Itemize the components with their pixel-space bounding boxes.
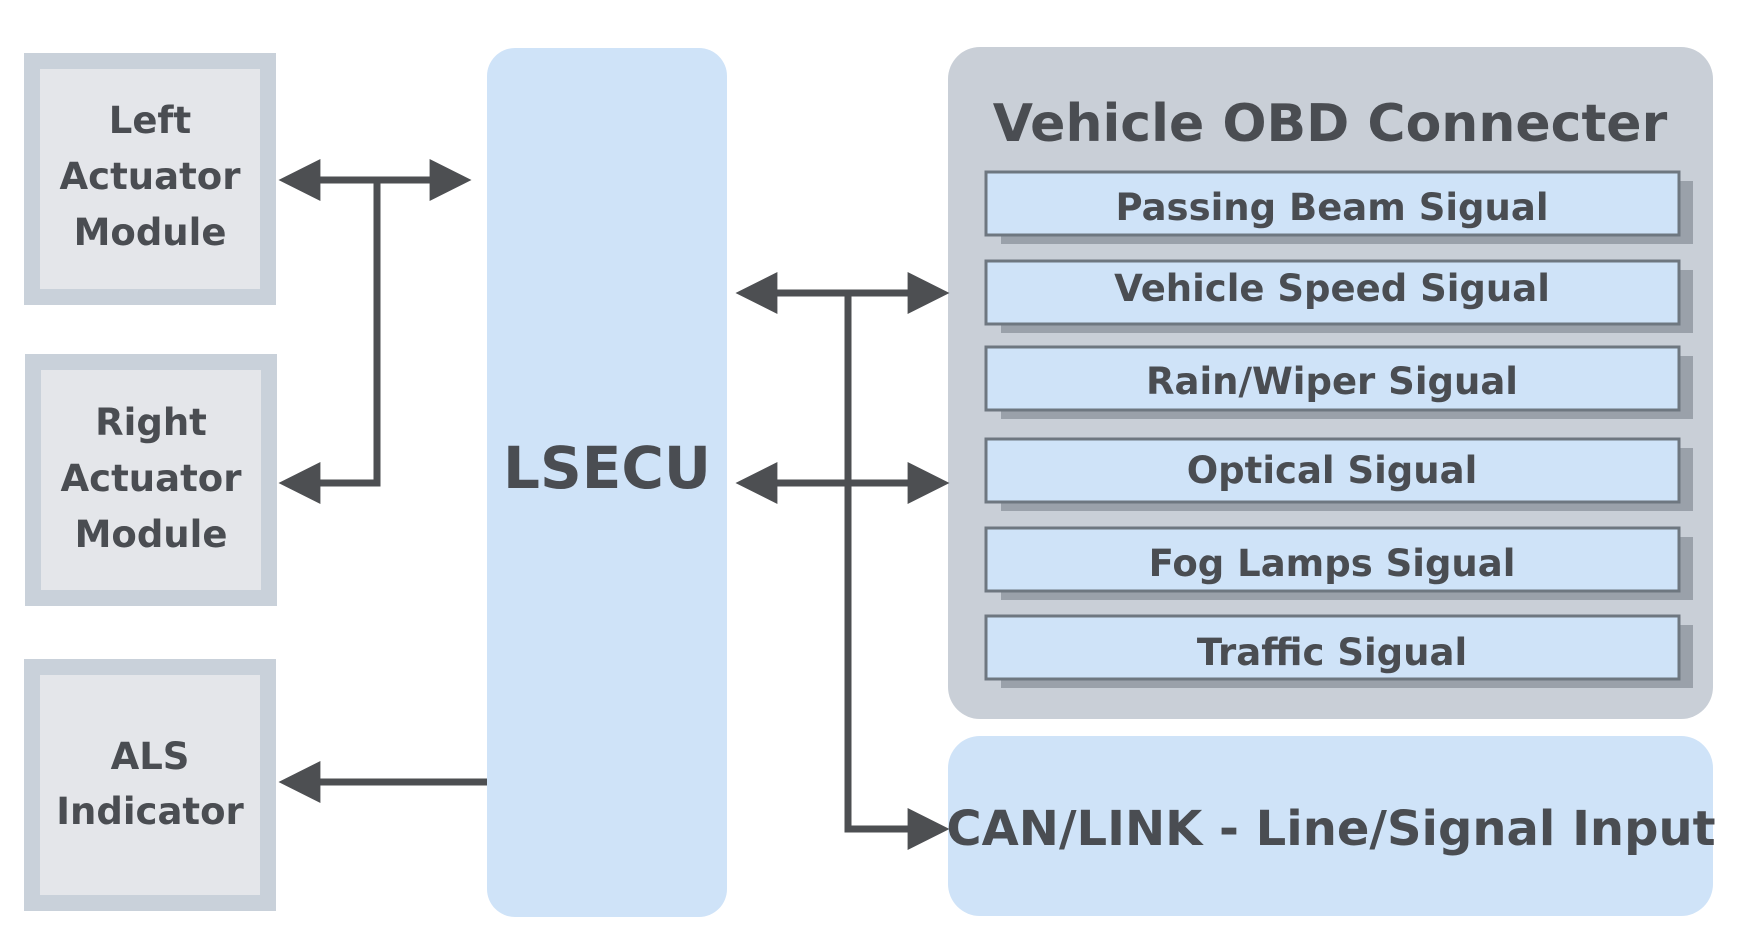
signal-label: Optical Sigual	[1187, 449, 1478, 492]
can-link-arrow	[844, 293, 950, 850]
obd-connector-panel: Vehicle OBD Connecter Passing Beam Sigua…	[948, 47, 1713, 719]
right-actuator-module: Right Actuator Module	[25, 354, 277, 606]
signal-fog-lamps: Fog Lamps Sigual	[984, 526, 1693, 600]
right-actuator-arrow	[278, 180, 381, 504]
signal-rain-wiper: Rain/Wiper Sigual	[984, 345, 1693, 419]
signal-label: Traffic Sigual	[1197, 631, 1467, 674]
signal-label: Passing Beam Sigual	[1115, 186, 1548, 229]
can-link-block: CAN/LINK - Line/Signal Input	[946, 736, 1716, 916]
left-actuator-line-3: Module	[74, 211, 227, 254]
signal-optical: Optical Sigual	[984, 437, 1693, 511]
left-connectors	[278, 159, 487, 803]
als-indicator-line-1: ALS	[111, 735, 190, 778]
left-actuator-module: Left Actuator Module	[24, 53, 276, 305]
can-link-label: CAN/LINK - Line/Signal Input	[946, 801, 1715, 857]
als-indicator-module: ALS Indicator	[24, 659, 276, 911]
signal-label: Rain/Wiper Sigual	[1146, 360, 1518, 403]
signal-passing-beam: Passing Beam Sigual	[984, 170, 1693, 244]
lsecu-block: LSECU	[487, 48, 727, 917]
right-actuator-line-2: Actuator	[61, 457, 243, 500]
signal-label: Fog Lamps Sigual	[1149, 542, 1516, 585]
right-actuator-line-3: Module	[75, 513, 228, 556]
obd-title: Vehicle OBD Connecter	[993, 94, 1668, 154]
lsecu-label: LSECU	[503, 434, 711, 502]
als-indicator-line-2: Indicator	[56, 790, 244, 833]
signal-traffic: Traffic Sigual	[984, 614, 1693, 688]
signal-vehicle-speed: Vehicle Speed Sigual	[984, 259, 1693, 333]
right-actuator-line-1: Right	[95, 401, 207, 444]
left-actuator-line-2: Actuator	[60, 155, 242, 198]
right-connectors	[735, 272, 950, 850]
left-actuator-line-1: Left	[109, 99, 191, 142]
signal-label: Vehicle Speed Sigual	[1114, 267, 1550, 310]
